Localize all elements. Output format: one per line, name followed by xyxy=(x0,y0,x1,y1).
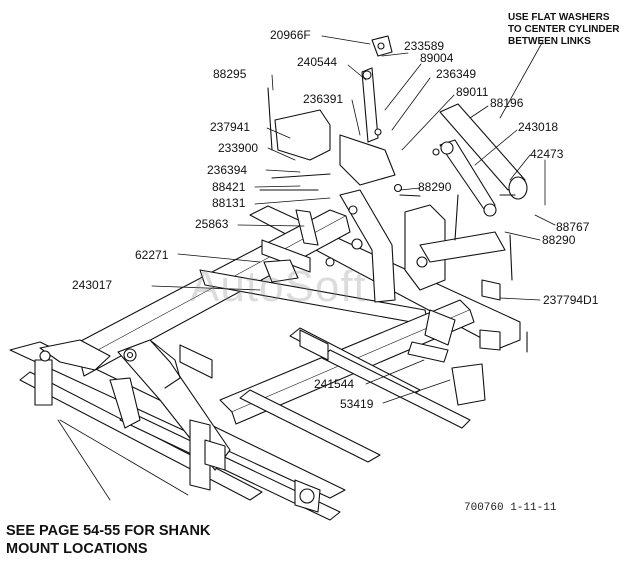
part-label: 236391 xyxy=(303,92,344,106)
part-label: 88767 xyxy=(556,220,590,234)
part-label: 88290 xyxy=(418,180,452,194)
leader-lines xyxy=(57,35,556,501)
see-line: MOUNT LOCATIONS xyxy=(6,541,148,557)
part-label: 233589 xyxy=(404,39,445,53)
part-label: 233900 xyxy=(218,141,259,155)
part-label: 236349 xyxy=(436,67,477,81)
part-label: 89004 xyxy=(420,51,454,65)
part-label: 88196 xyxy=(490,96,524,110)
drawing-number: 700760 1-11-11 xyxy=(464,502,557,514)
part-label: 243018 xyxy=(518,120,559,134)
left-hitch-assembly xyxy=(34,339,321,513)
watermark: AutoSoft xyxy=(190,262,367,311)
part-label: 241544 xyxy=(314,377,355,391)
part-label: 53419 xyxy=(340,397,374,411)
part-label: 237941 xyxy=(210,120,251,134)
part-label: 88295 xyxy=(213,67,247,81)
part-label: 243017 xyxy=(72,278,113,292)
part-label: 42473 xyxy=(530,147,564,161)
note-line: BETWEEN LINKS xyxy=(508,36,591,47)
part-label: 88421 xyxy=(212,180,246,194)
note-line: TO CENTER CYLINDER xyxy=(508,24,620,35)
center-linkage xyxy=(259,35,528,406)
assembly-note: USE FLAT WASHERS TO CENTER CYLINDER BETW… xyxy=(508,12,620,48)
part-label: 20966F xyxy=(270,28,311,42)
part-label: 25863 xyxy=(195,217,229,231)
shank-reference-note: SEE PAGE 54-55 FOR SHANK MOUNT LOCATIONS xyxy=(6,522,210,558)
part-label: 236394 xyxy=(207,163,248,177)
part-label: 88131 xyxy=(212,196,246,210)
part-label: 240544 xyxy=(297,55,338,69)
part-label: 88290 xyxy=(542,233,576,247)
see-line: SEE PAGE 54-55 FOR SHANK xyxy=(6,523,211,539)
part-label: 237794D1 xyxy=(543,293,599,307)
part-label: 62271 xyxy=(135,248,169,262)
note-line: USE FLAT WASHERS xyxy=(508,12,610,23)
part-label: 89011 xyxy=(456,85,489,99)
